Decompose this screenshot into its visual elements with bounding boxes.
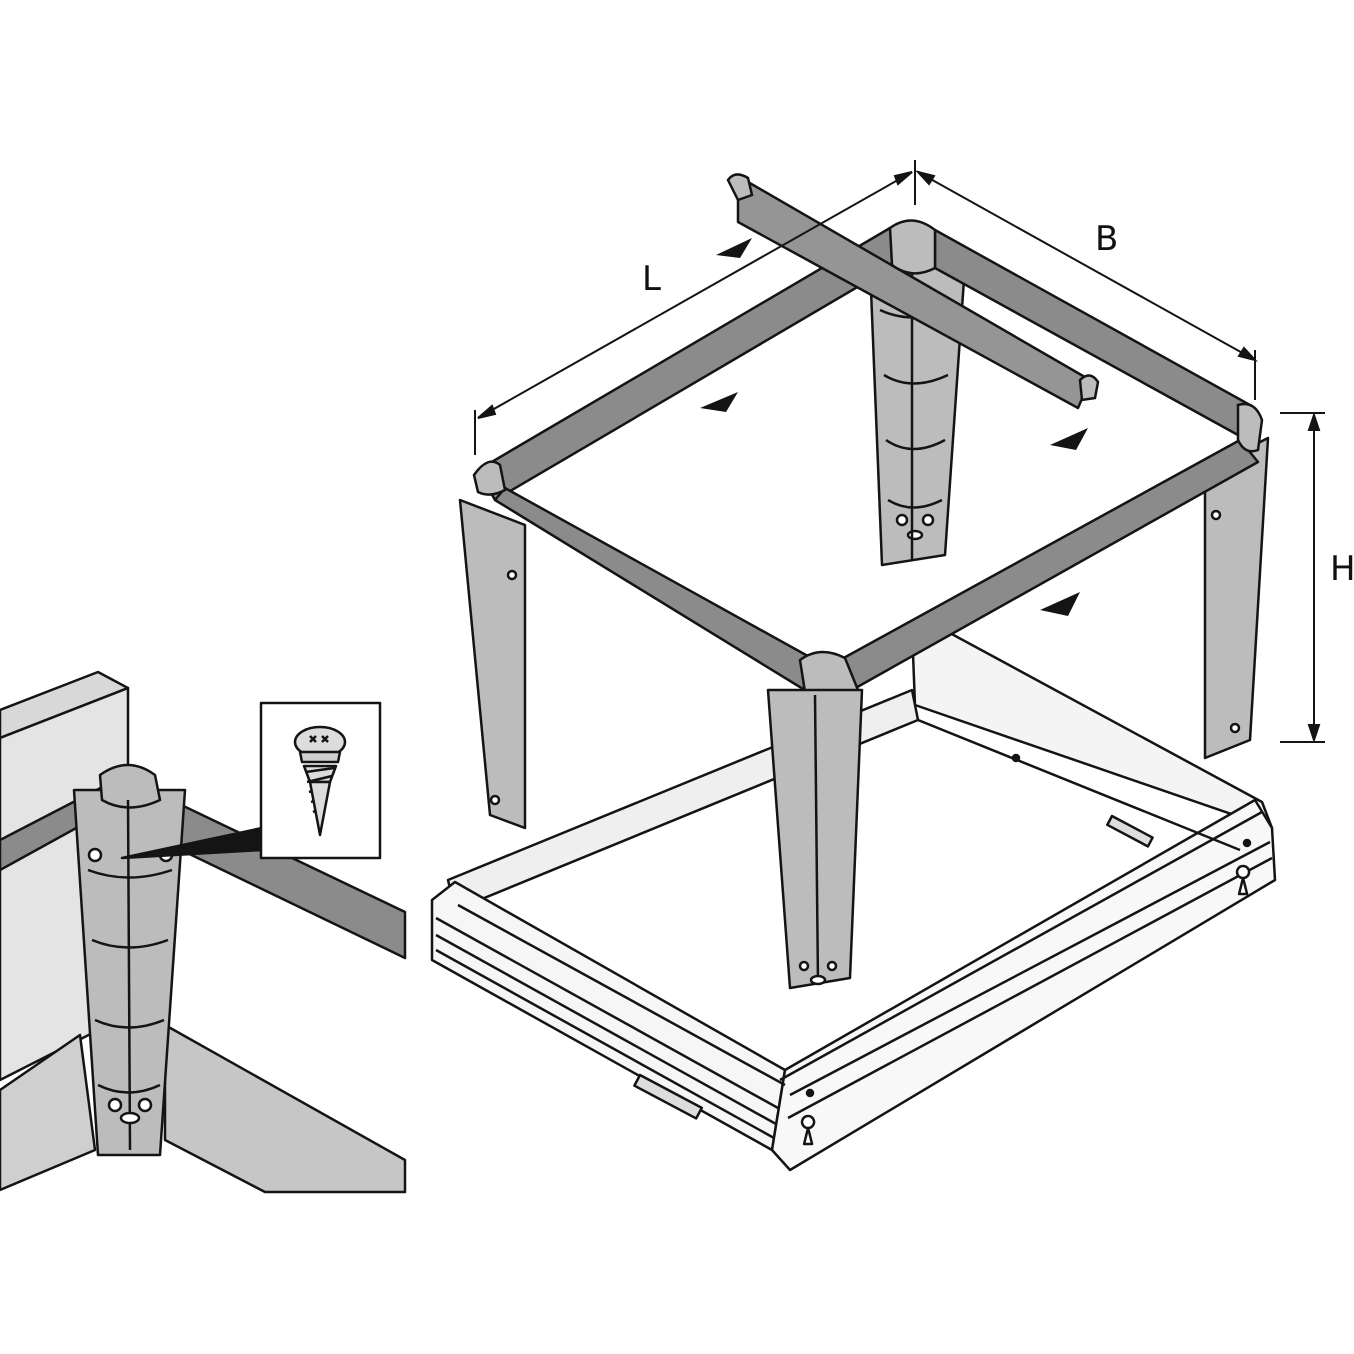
- drawer-front-groove: [435, 948, 775, 1140]
- keyhole-slot-icon: [1235, 864, 1251, 896]
- dim-label-height: H: [1330, 549, 1354, 589]
- leg-screw-hole: [489, 794, 501, 806]
- keyhole-slot-icon: [800, 1114, 816, 1146]
- leg-rib: [885, 438, 946, 451]
- dim-arrowhead: [477, 404, 497, 419]
- leg-screw-hole: [826, 960, 838, 972]
- arrow-marker-icon: [1040, 592, 1080, 616]
- crossbar-clip: [726, 173, 754, 202]
- dim-arrowhead: [915, 170, 936, 186]
- leg-front: [766, 688, 864, 990]
- corner-caps: [472, 173, 1264, 700]
- corner-cap-back: [888, 219, 937, 275]
- leg-slot: [906, 529, 924, 541]
- drawer-side-groove: [787, 856, 1273, 1120]
- leg-screw-hole: [137, 1097, 153, 1113]
- dim-label-length: L: [642, 259, 661, 299]
- crossbar-clip: [1078, 374, 1100, 402]
- leg-screw-hole: [798, 960, 810, 972]
- frame-legs-back: [458, 263, 1270, 830]
- detail-bottom-left: [0, 1033, 97, 1192]
- detail-corner-cap: [98, 763, 162, 809]
- dim-arrowhead: [1237, 346, 1258, 362]
- dim-arrowhead: [1307, 724, 1321, 744]
- corner-cap-left: [472, 460, 507, 496]
- arrow-marker-icon: [716, 238, 752, 258]
- corner-cap-right: [1236, 402, 1264, 453]
- arrow-markers: [700, 238, 1088, 616]
- detail-view: [0, 670, 407, 1194]
- drawer-front: [430, 880, 787, 1152]
- rail-front-left: [493, 486, 817, 694]
- leg-front-group: [766, 688, 864, 990]
- drawer-hole: [1011, 753, 1021, 763]
- drawer-side-groove: [789, 840, 1271, 1097]
- dim-label-width: B: [1095, 219, 1118, 259]
- drawer-hole: [1242, 838, 1252, 848]
- leg-screw-hole: [1229, 722, 1241, 734]
- leg-screw-hole: [1210, 509, 1222, 521]
- drawer-front-groove: [435, 916, 779, 1110]
- drawer-right-side: [770, 798, 1277, 1172]
- leg-screw-hole: [921, 513, 935, 527]
- leg-rib: [91, 938, 169, 949]
- dim-arrowhead: [893, 171, 913, 186]
- screw-head-icon: [87, 847, 103, 863]
- leg-screw-hole: [506, 569, 518, 581]
- leg-rib: [94, 1018, 165, 1029]
- leg-rib: [887, 498, 943, 509]
- leg-left: [458, 498, 527, 830]
- leg-rib: [87, 868, 173, 879]
- arrow-marker-icon: [700, 392, 738, 412]
- leg-slot: [119, 1111, 141, 1125]
- leg-rib: [97, 1083, 161, 1094]
- drawer-inner-edge: [457, 903, 786, 1087]
- arrow-marker-icon: [1050, 428, 1088, 450]
- leg-center-line: [813, 694, 820, 986]
- screw-icon: [293, 725, 347, 837]
- drawer-side-groove: [779, 810, 1263, 1082]
- leg-slot: [809, 974, 827, 986]
- leg-screw-hole: [107, 1097, 123, 1113]
- drawer-front-groove: [435, 933, 777, 1126]
- drawer-inner-edge: [917, 718, 1241, 852]
- detail-bottom-right: [163, 1023, 407, 1194]
- dim-arrowhead: [1307, 411, 1321, 431]
- frame-rails: [476, 180, 1260, 694]
- drawer-hole: [805, 1088, 815, 1098]
- dim-line-width: [917, 171, 1256, 361]
- drawer-runner: [633, 1073, 704, 1120]
- leg-screw-hole: [895, 513, 909, 527]
- dimension-lines: [474, 160, 1325, 744]
- dim-line-length: [477, 171, 913, 419]
- leg-rib: [883, 373, 949, 385]
- drawer-runner: [1106, 814, 1154, 848]
